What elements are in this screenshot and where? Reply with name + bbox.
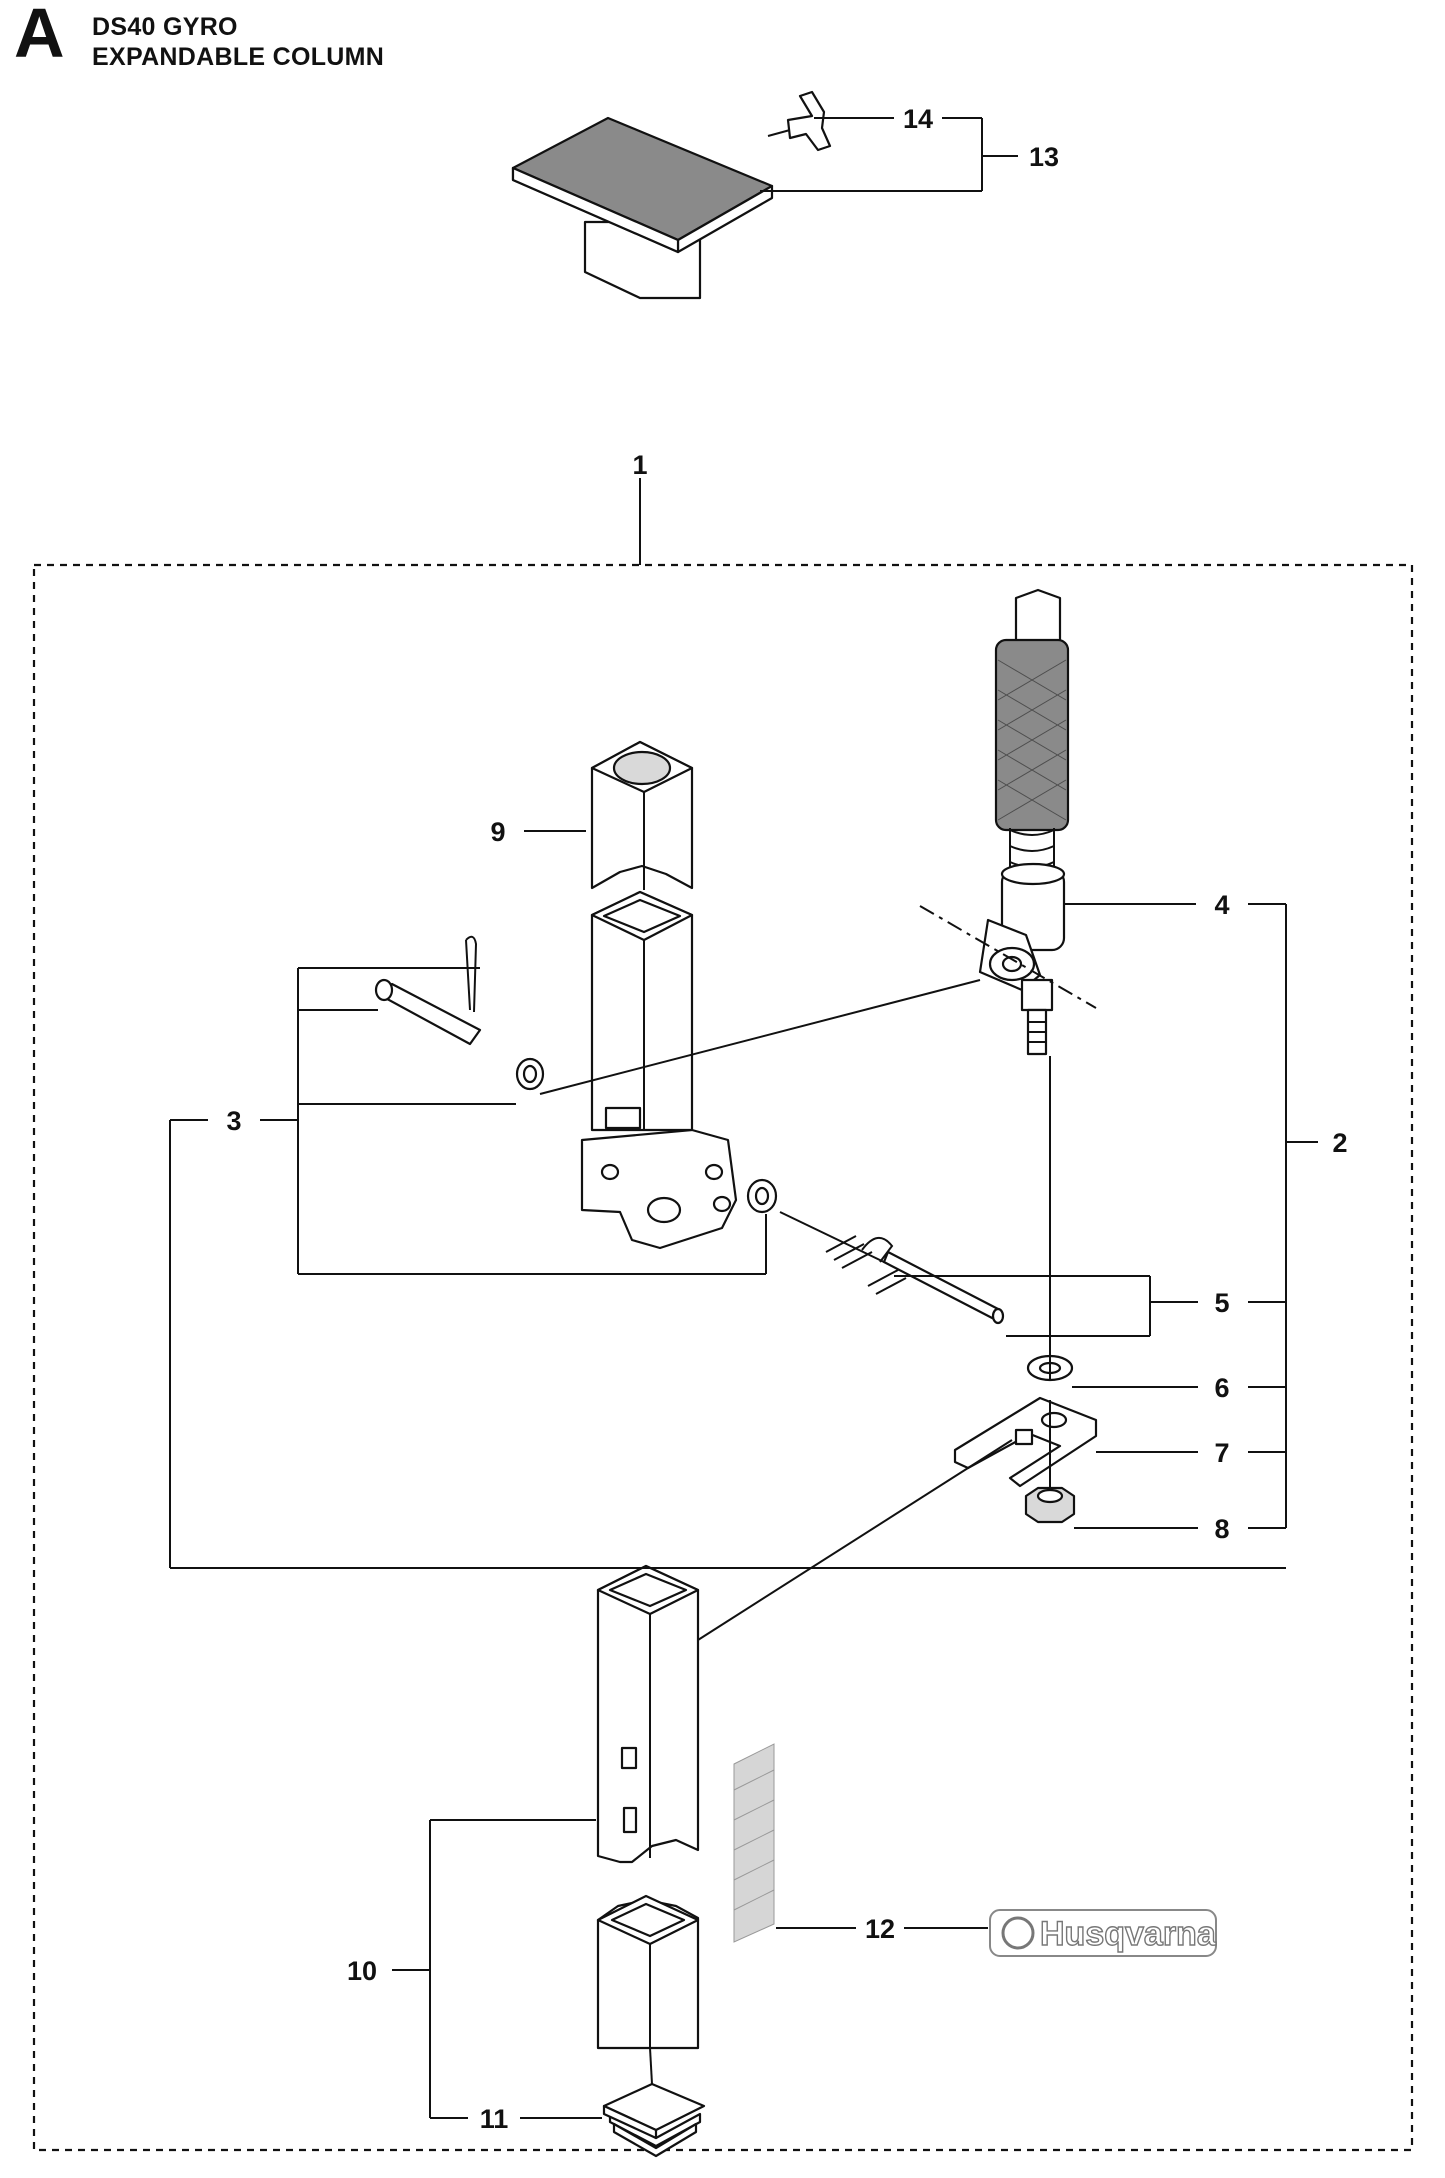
part-9-top-cap: [590, 740, 694, 890]
part-7-fork-clamp: [953, 1396, 1098, 1488]
part-4-screw-spindle: [919, 588, 1097, 1056]
callout-2: 2: [1332, 1128, 1347, 1158]
callout-1: 1: [632, 450, 647, 480]
husqvarna-brand-decal: Husqvarna: [989, 1909, 1218, 1957]
callout-9: 9: [490, 817, 505, 847]
callout-12: 12: [865, 1914, 895, 1944]
leader-lines-13-14: [760, 117, 1018, 192]
section-letter: A: [14, 0, 65, 72]
callout-8: 8: [1214, 1514, 1229, 1544]
callout-4: 4: [1214, 890, 1229, 920]
callout-numbers: 1 2 3 4 5 6 7 8 9 10 11 12 13 14: [226, 104, 1347, 2134]
part-11-end-cap: [602, 2082, 706, 2158]
callout-3: 3: [226, 1106, 241, 1136]
part-12-decal-strip: [733, 1743, 775, 1943]
assembly-name: EXPANDABLE COLUMN: [92, 43, 385, 71]
diagram-title: DS40 GYRO EXPANDABLE COLUMN: [92, 12, 384, 72]
callout-5: 5: [1214, 1288, 1229, 1318]
part-8-lock-nut: [1024, 1486, 1076, 1524]
callout-6: 6: [1214, 1373, 1229, 1403]
part-10-lower-tube: [596, 1564, 700, 1864]
upper-column-tube: [580, 890, 738, 1250]
callout-10: 10: [347, 1956, 377, 1986]
leader-lines: [169, 830, 1318, 2119]
callout-13: 13: [1029, 142, 1059, 172]
part-14-thumb-screw: [767, 90, 832, 152]
callout-7: 7: [1214, 1438, 1229, 1468]
assembly-boundary-1: [32, 478, 1414, 2152]
part-5-spring-clip-pin: [825, 1235, 1005, 1325]
model-name: DS40 GYRO: [92, 13, 238, 41]
part-13-top-plate: [511, 116, 774, 300]
callout-14: 14: [903, 104, 933, 134]
callout-11: 11: [480, 2104, 509, 2134]
column-extension-insert: [596, 1894, 700, 2050]
part-3-hinge-pin-set: [374, 935, 778, 1214]
decal-brand-text: Husqvarna: [1040, 1915, 1217, 1953]
